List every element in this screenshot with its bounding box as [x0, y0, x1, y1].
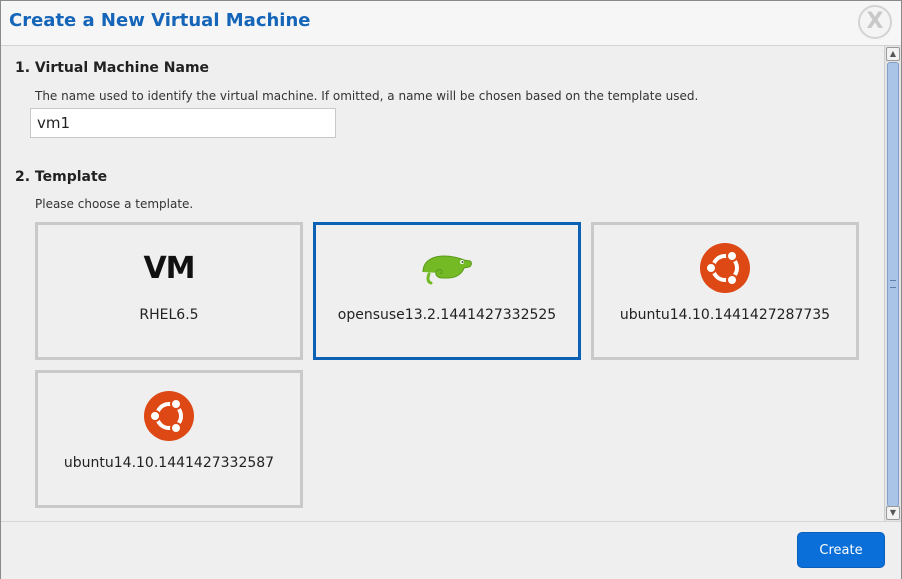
vm-logo-icon: VM [142, 241, 196, 295]
template-tile[interactable]: ubuntu14.10.1441427287735 [591, 222, 859, 360]
ubuntu-logo-icon [698, 241, 752, 295]
dialog-content: 1. Virtual Machine Name The name used to… [1, 46, 884, 521]
dialog-title: Create a New Virtual Machine [9, 10, 311, 31]
vm-logo-text: VM [143, 250, 195, 286]
dialog-header: Create a New Virtual Machine X [1, 1, 901, 46]
template-help-text: Please choose a template. [35, 197, 194, 211]
close-button[interactable]: X [858, 5, 892, 39]
template-label: RHEL6.5 [139, 307, 199, 323]
vm-name-section-title: 1. Virtual Machine Name [15, 60, 210, 76]
template-label: opensuse13.2.1441427332525 [337, 307, 557, 323]
vm-name-input[interactable] [30, 108, 336, 138]
scroll-down-arrow-icon[interactable]: ▼ [886, 506, 900, 520]
vertical-scrollbar[interactable]: ▲ ▼ [884, 46, 901, 521]
dialog-footer: Create [1, 521, 901, 579]
template-label: ubuntu14.10.1441427332587 [63, 455, 275, 471]
template-label: ubuntu14.10.1441427287735 [619, 307, 831, 323]
vm-name-help-text: The name used to identify the virtual ma… [35, 89, 699, 103]
template-tile[interactable]: VM RHEL6.5 [35, 222, 303, 360]
template-tile-selected[interactable]: opensuse13.2.1441427332525 [313, 222, 581, 360]
template-tile[interactable]: ubuntu14.10.1441427332587 [35, 370, 303, 508]
template-section-title: 2. Template [15, 169, 108, 185]
scroll-up-arrow-icon[interactable]: ▲ [886, 47, 900, 61]
create-button[interactable]: Create [797, 532, 885, 568]
opensuse-chameleon-icon [420, 241, 474, 295]
scrollbar-grip-icon [890, 280, 896, 288]
ubuntu-logo-icon [142, 389, 196, 443]
scrollbar-thumb[interactable] [887, 62, 899, 507]
